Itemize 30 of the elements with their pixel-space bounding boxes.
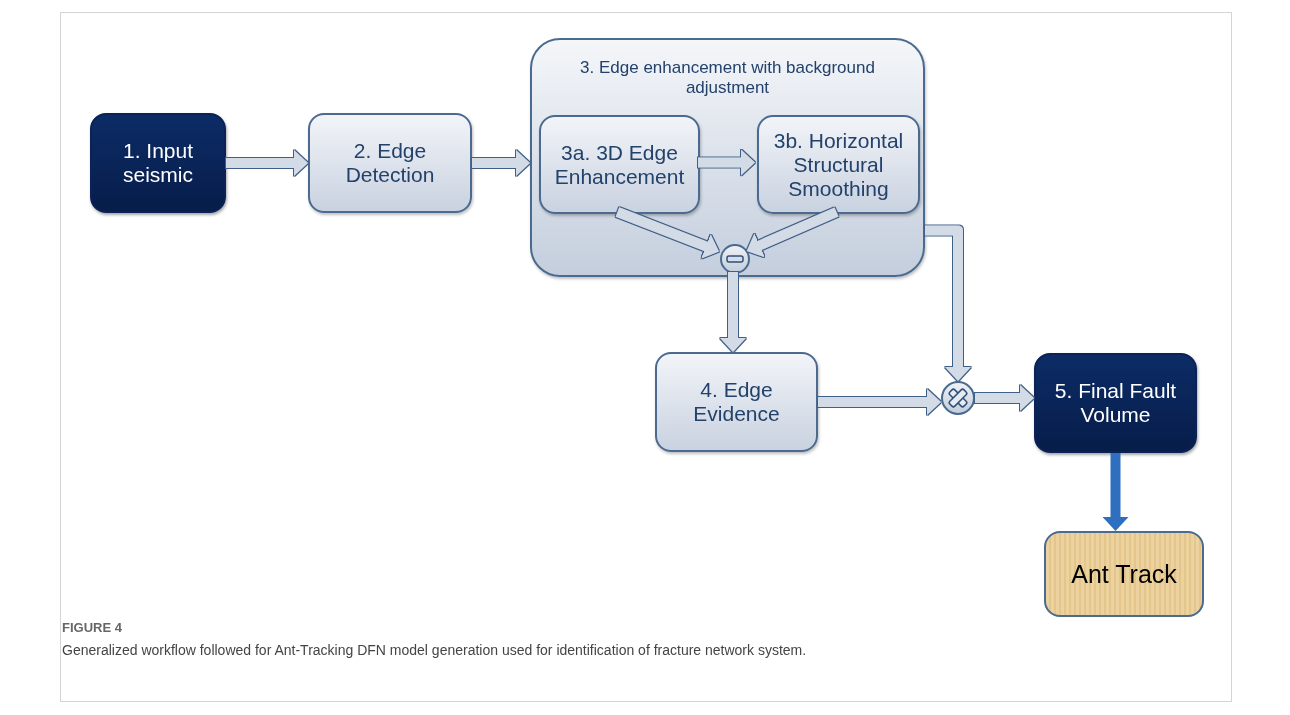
block-arrow: [925, 225, 971, 381]
block-arrow: [975, 385, 1034, 411]
minus-circle: [720, 244, 750, 274]
node-label: 4. Edge Evidence: [692, 378, 781, 426]
process-box: [1034, 353, 1197, 453]
arrow: [1102, 453, 1129, 531]
node-label: 1. Input seismic: [121, 139, 195, 187]
caption: Generalized workflow followed for Ant-Tracking DFN model generation used for identification of fracture network system.: [62, 642, 807, 658]
block-arrow: [472, 150, 530, 176]
figure-label: FIGURE 4: [62, 620, 122, 635]
node-label: 5. Final Fault Volume: [1053, 379, 1178, 427]
process-box: [539, 115, 700, 214]
process-box: [655, 352, 818, 452]
node-label: 3a. 3D Edge Enhancement: [553, 140, 686, 189]
group-heading: 3. Edge enhancement with background adjustment: [579, 58, 876, 98]
block-arrow: [720, 272, 746, 352]
block-arrow: [818, 389, 941, 415]
node-label: 3b. Horizontal Structural Smoothing: [772, 128, 905, 201]
node-label: 2. Edge Detection: [344, 139, 436, 187]
node-label: Ant Track: [1071, 559, 1177, 589]
process-box: [1044, 531, 1204, 617]
block-arrow: [226, 150, 308, 176]
block-arrow: [615, 207, 719, 259]
block-arrow: [746, 207, 839, 258]
process-box: [90, 113, 226, 213]
process-box: [308, 113, 472, 213]
block-arrow: [698, 149, 755, 176]
process-box: [757, 115, 920, 214]
group-box: [530, 38, 925, 277]
multiply-circle: [941, 381, 975, 415]
